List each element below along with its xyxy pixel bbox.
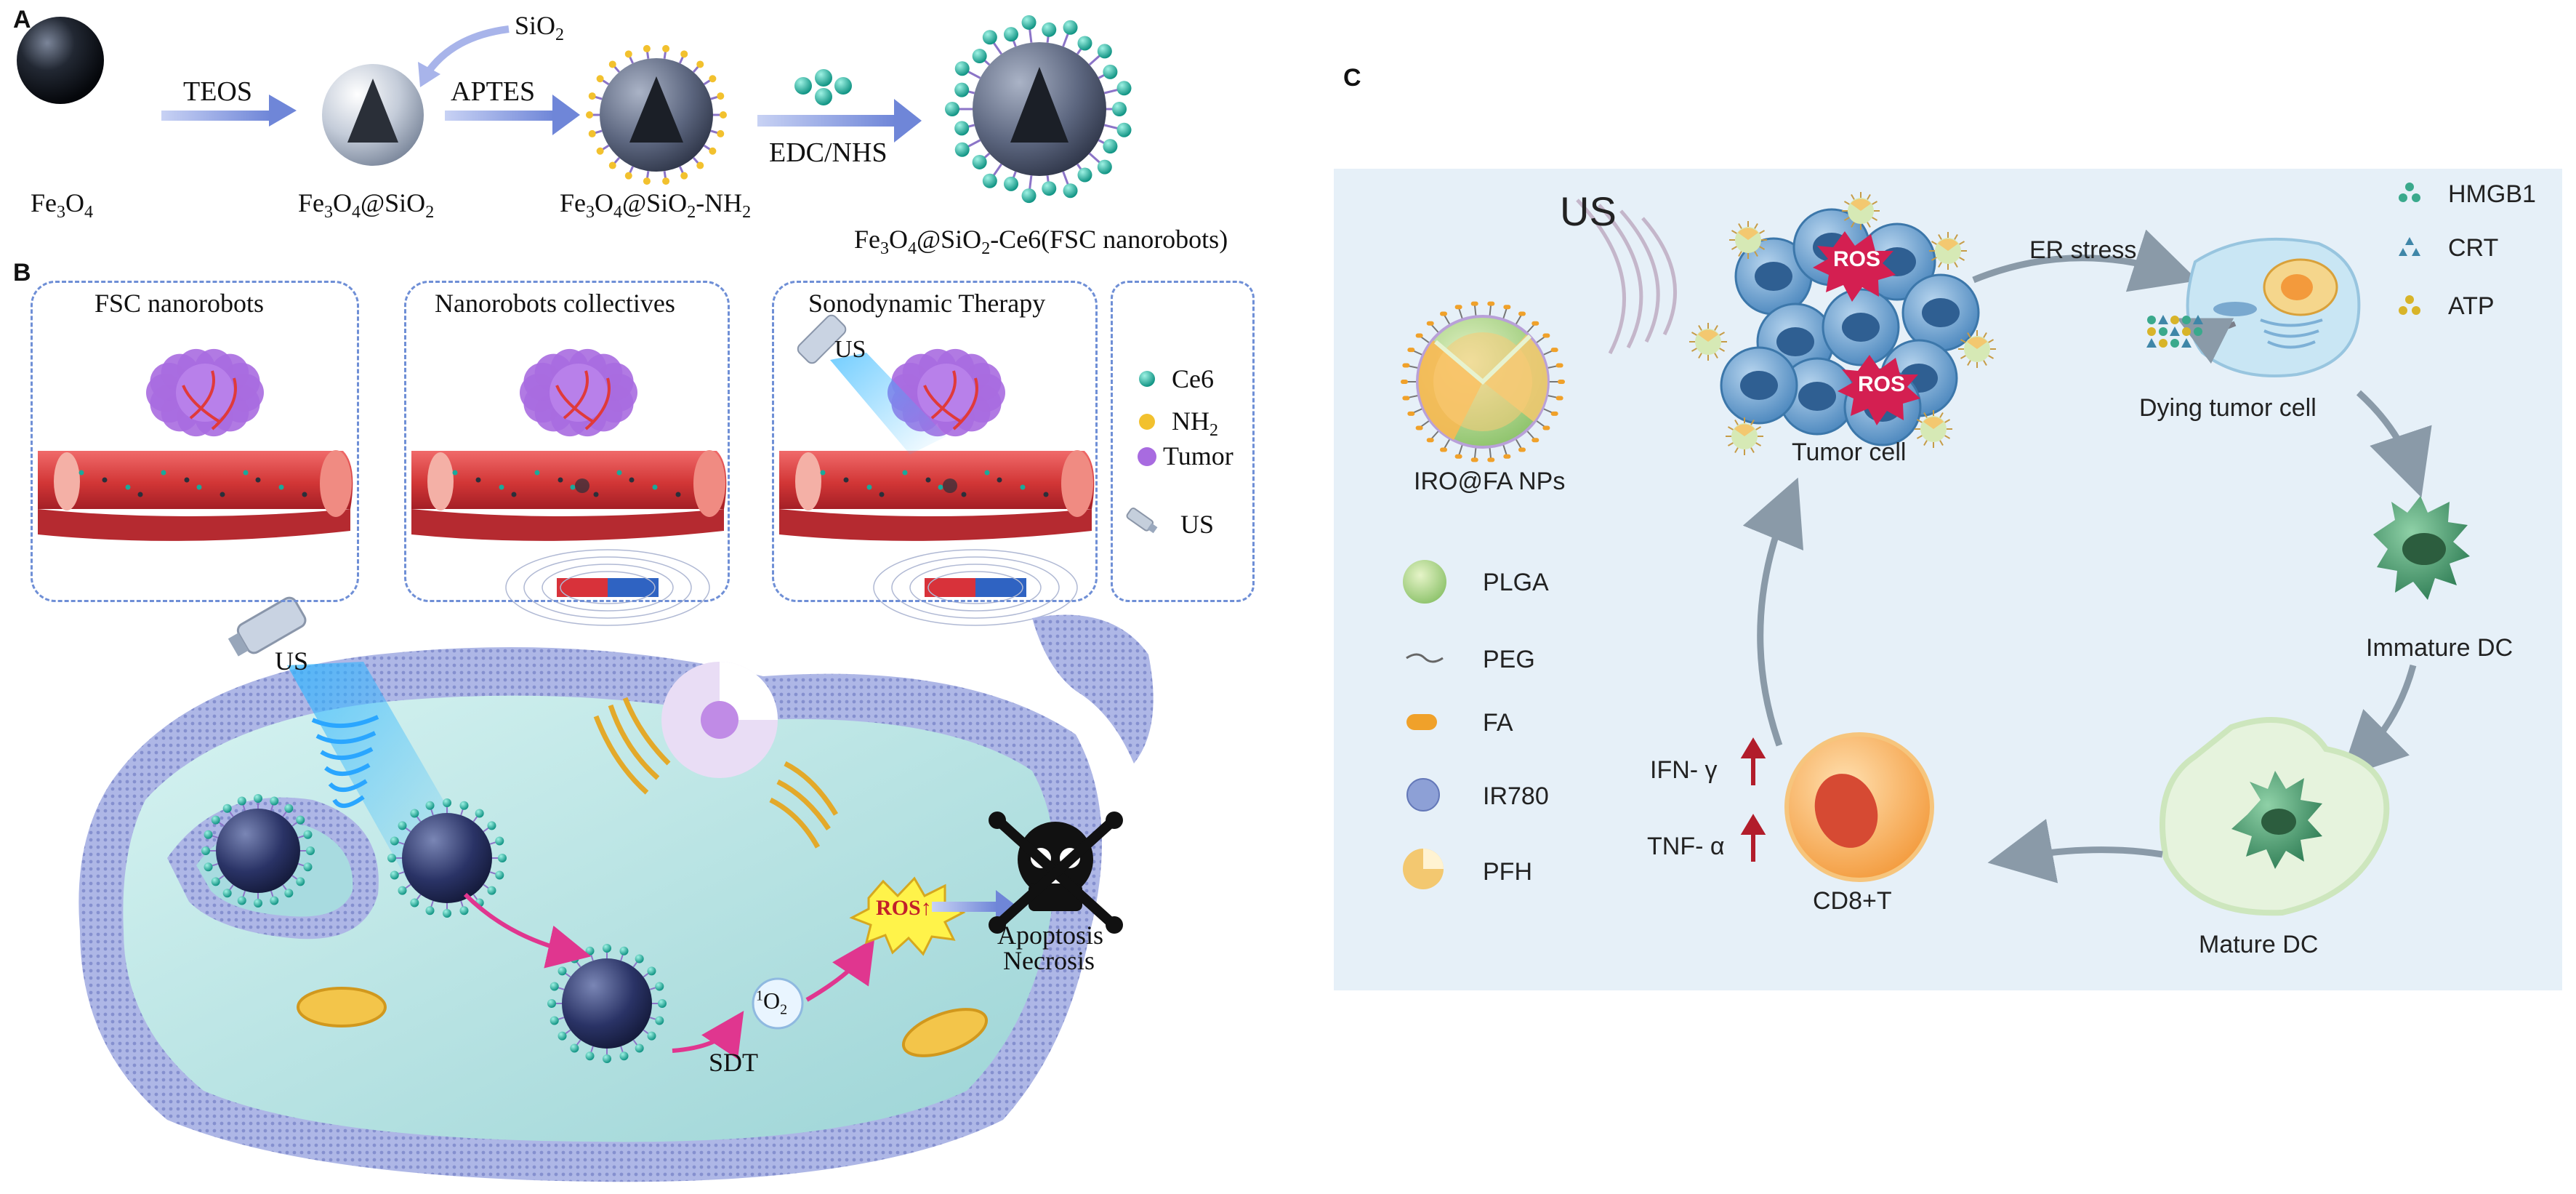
damp-icon-2 bbox=[2399, 295, 2420, 315]
fsc-nanorobot-particle bbox=[945, 15, 1132, 204]
step-edc-nhs: EDC/NHS bbox=[769, 137, 887, 168]
arrow-to-cd8t bbox=[1987, 819, 2163, 884]
panel-c-graphics bbox=[1334, 169, 2562, 990]
cell-nanorobot-3 bbox=[547, 944, 667, 1063]
us-label-main: US bbox=[275, 646, 309, 676]
arrow-to-tumor-cell bbox=[1742, 477, 1804, 747]
label-fe3o4-sio2-nh2: Fe3O4@SiO2-NH2 bbox=[560, 188, 752, 223]
step-teos: TEOS bbox=[183, 76, 252, 107]
arrow-edc-nhs bbox=[757, 99, 922, 143]
ros-burst bbox=[849, 876, 966, 956]
er-stress-label: ER stress bbox=[2029, 236, 2137, 264]
fe3o4-sio2-nh2-particle bbox=[586, 44, 727, 185]
immature-dc-label: Immature DC bbox=[2366, 634, 2513, 662]
box-legend bbox=[1111, 281, 1255, 602]
arrow-sdt bbox=[672, 1011, 744, 1059]
damp-atp-label: ATP bbox=[2448, 292, 2495, 320]
cell-nanorobot-2 bbox=[387, 798, 507, 918]
arrow-to-immature-dc bbox=[2356, 390, 2432, 498]
legend-ce6: Ce6 bbox=[1172, 364, 1214, 393]
ros-label-c1: ROS bbox=[1833, 247, 1881, 271]
arrow-teos bbox=[161, 95, 297, 127]
ifn-gamma-label: IFN- γ bbox=[1650, 756, 1718, 784]
necrosis-label: Necrosis bbox=[1003, 946, 1095, 975]
mature-dc bbox=[2160, 717, 2390, 916]
legend-us: US bbox=[1180, 510, 1215, 539]
legend-c-icons bbox=[1403, 560, 1446, 889]
panel-a-graphics bbox=[17, 15, 1132, 204]
reagent-sio2: SiO2 bbox=[515, 11, 565, 45]
arrow-internalization bbox=[463, 892, 592, 969]
us-label-c: US bbox=[1560, 188, 1617, 234]
arrow-ros bbox=[805, 938, 875, 1002]
cell-nanorobot-1 bbox=[201, 794, 315, 907]
box-sonodynamic-therapy bbox=[772, 281, 1098, 602]
vessel-scene-1 bbox=[38, 348, 353, 541]
dying-tumor-cell bbox=[2146, 237, 2361, 377]
vessel-scene-2 bbox=[411, 348, 727, 626]
arrow-er-stress bbox=[1972, 229, 2199, 292]
legend-peg: PEG bbox=[1483, 646, 1535, 673]
apoptosis-label: Apoptosis bbox=[997, 921, 1104, 950]
box-nanorobots-collectives bbox=[404, 281, 730, 602]
legend-ir780: IR780 bbox=[1483, 782, 1549, 810]
singlet-oxygen-label: 1O2 bbox=[756, 987, 788, 1018]
legend-tumor: Tumor bbox=[1163, 441, 1233, 470]
label-fe3o4: Fe3O4 bbox=[31, 188, 93, 223]
arrow-aptes bbox=[445, 95, 580, 135]
vessel-scene-3 bbox=[779, 314, 1095, 626]
step-aptes: APTES bbox=[451, 76, 536, 107]
label-fsc-nanorobots: Fe3O4@SiO2-Ce6(FSC nanorobots) bbox=[854, 225, 1228, 259]
title-nanorobots-collectives: Nanorobots collectives bbox=[435, 289, 675, 318]
legend-nh2: NH2 bbox=[1172, 406, 1218, 441]
cell-illustration bbox=[79, 614, 1154, 1182]
ros-label-b: ROS↑ bbox=[876, 896, 932, 920]
label-fe3o4-sio2: Fe3O4@SiO2 bbox=[298, 188, 435, 223]
mature-dc-label: Mature DC bbox=[2199, 931, 2319, 958]
ce6-molecules bbox=[794, 69, 852, 105]
singlet-oxygen-bubble bbox=[752, 977, 804, 1030]
damp-hmgb1-label: HMGB1 bbox=[2448, 180, 2536, 208]
skull-icon bbox=[989, 812, 1123, 934]
title-fsc-nanorobots: FSC nanorobots bbox=[94, 289, 265, 318]
us-waves-c bbox=[1576, 199, 1678, 355]
legend-pfh: PFH bbox=[1483, 858, 1532, 886]
panel-letter-b: B bbox=[13, 259, 31, 287]
ros-label-c2: ROS bbox=[1858, 372, 1906, 396]
us-label-box3: US bbox=[834, 336, 866, 363]
arrow-to-mature-dc bbox=[2340, 664, 2417, 779]
tnf-alpha-label: TNF- α bbox=[1647, 833, 1725, 860]
damp-icon-0 bbox=[2399, 183, 2420, 202]
fe3o4-sio2-particle bbox=[322, 64, 424, 166]
panel-b-graphics bbox=[38, 314, 1158, 1182]
title-sonodynamic-therapy: Sonodynamic Therapy bbox=[808, 289, 1046, 318]
legend-plga: PLGA bbox=[1483, 569, 1549, 596]
sio2-curve-arrow bbox=[422, 25, 510, 79]
cd8t-cell bbox=[1784, 732, 1934, 882]
iro-fa-nps-label: IRO@FA NPs bbox=[1414, 468, 1566, 495]
legend-box-icons bbox=[1126, 371, 1158, 534]
ros-stars-c bbox=[1813, 231, 1920, 425]
iro-fa-np bbox=[1401, 301, 1565, 462]
cd8t-label: CD8+T bbox=[1813, 887, 1892, 915]
sdt-label: SDT bbox=[709, 1048, 759, 1077]
panel-letter-c: C bbox=[1343, 64, 1361, 92]
upregulation-arrows bbox=[1740, 737, 1766, 862]
tumor-cell-label: Tumor cell bbox=[1792, 438, 1907, 466]
fe3o4-particle bbox=[17, 17, 104, 104]
damp-crt-label: CRT bbox=[2448, 234, 2499, 262]
box-fsc-nanorobots bbox=[31, 281, 359, 602]
damp-icon-1 bbox=[2399, 237, 2420, 256]
dying-tumor-cell-label: Dying tumor cell bbox=[2139, 394, 2317, 422]
panel-letter-a: A bbox=[13, 6, 31, 33]
immature-dc bbox=[2373, 496, 2470, 600]
legend-fa: FA bbox=[1483, 709, 1513, 737]
